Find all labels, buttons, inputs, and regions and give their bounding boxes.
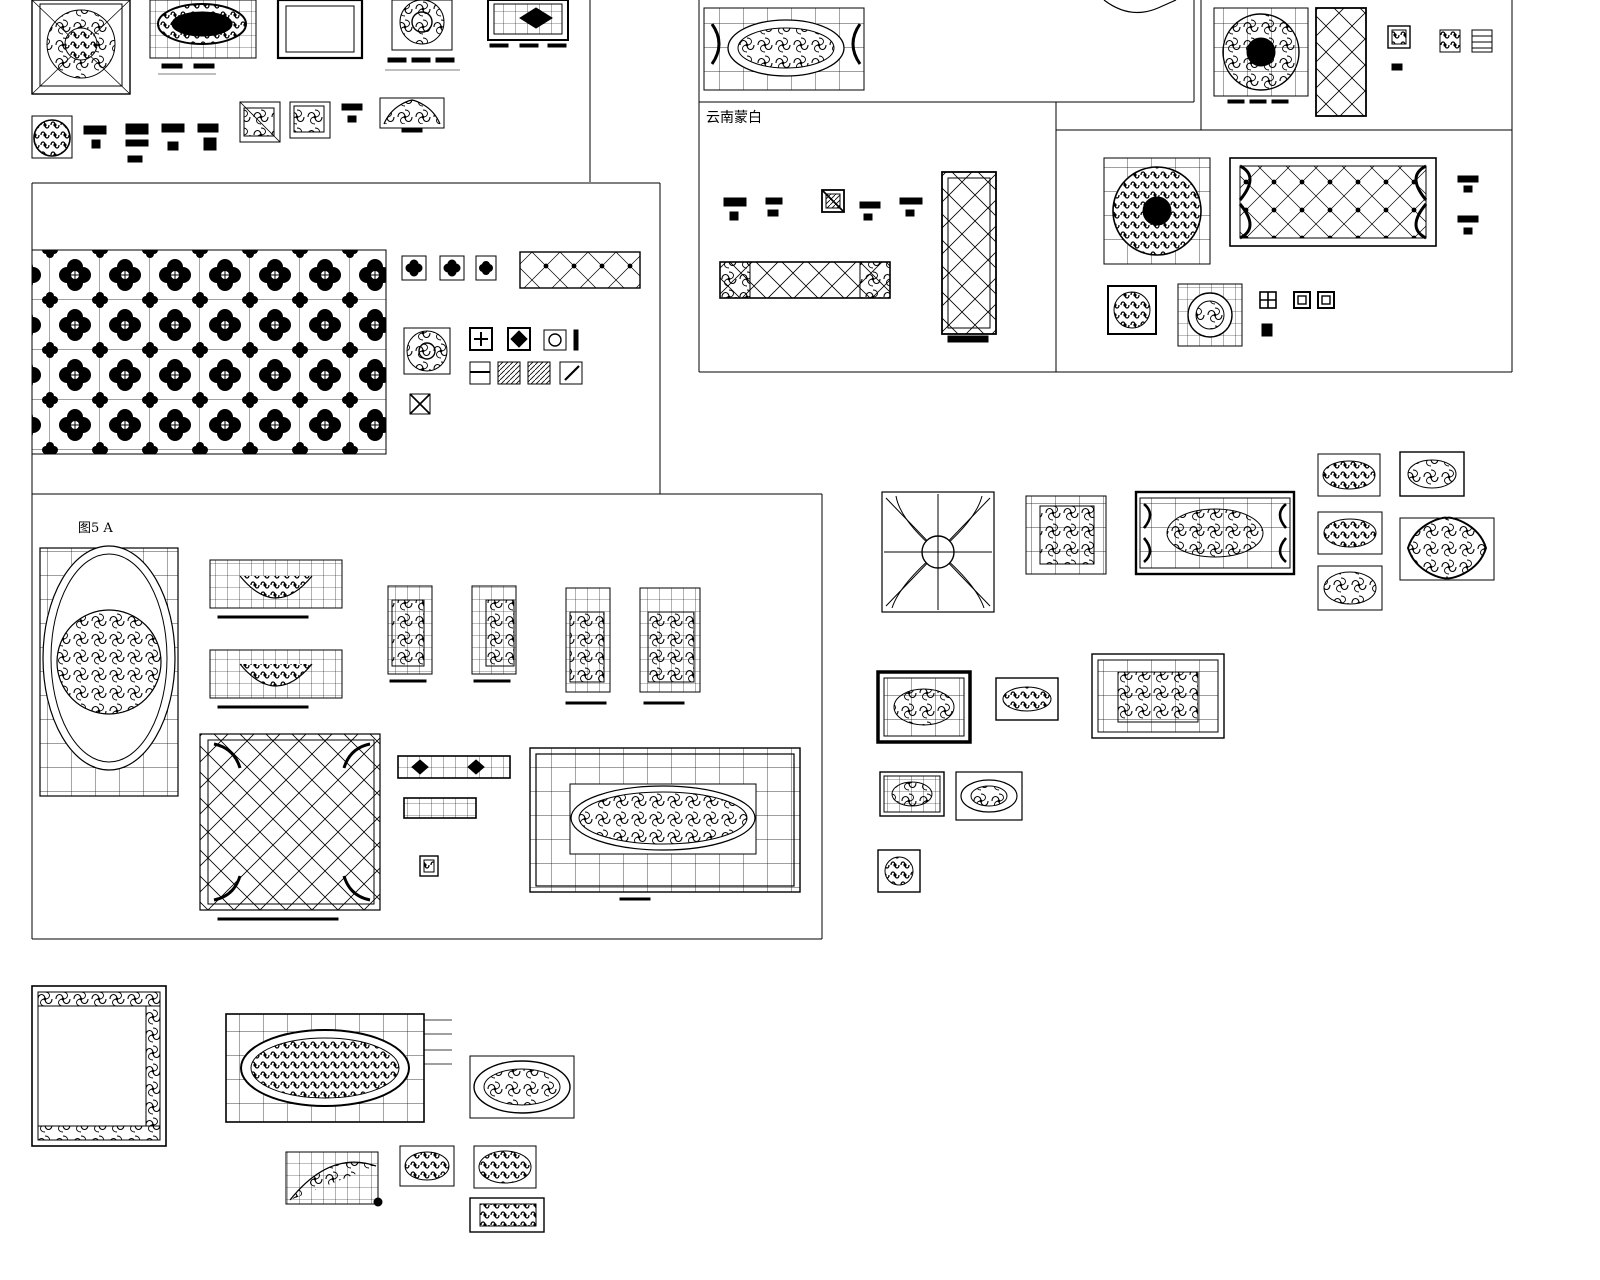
top-left-sheet — [31, 0, 569, 163]
top-right-sheet: 云南蒙白 — [703, 0, 1493, 347]
yunnan-label: 云南蒙白 — [706, 110, 762, 126]
fig5a-label: 图5 A — [78, 521, 113, 536]
drawing-frames — [31, 0, 1513, 940]
quatrefoil-sheet — [31, 249, 641, 455]
bottom-left-sheet — [31, 985, 575, 1233]
fig5a-sheet: 图5 A — [39, 521, 801, 921]
right-loose-sheet — [876, 451, 1495, 893]
